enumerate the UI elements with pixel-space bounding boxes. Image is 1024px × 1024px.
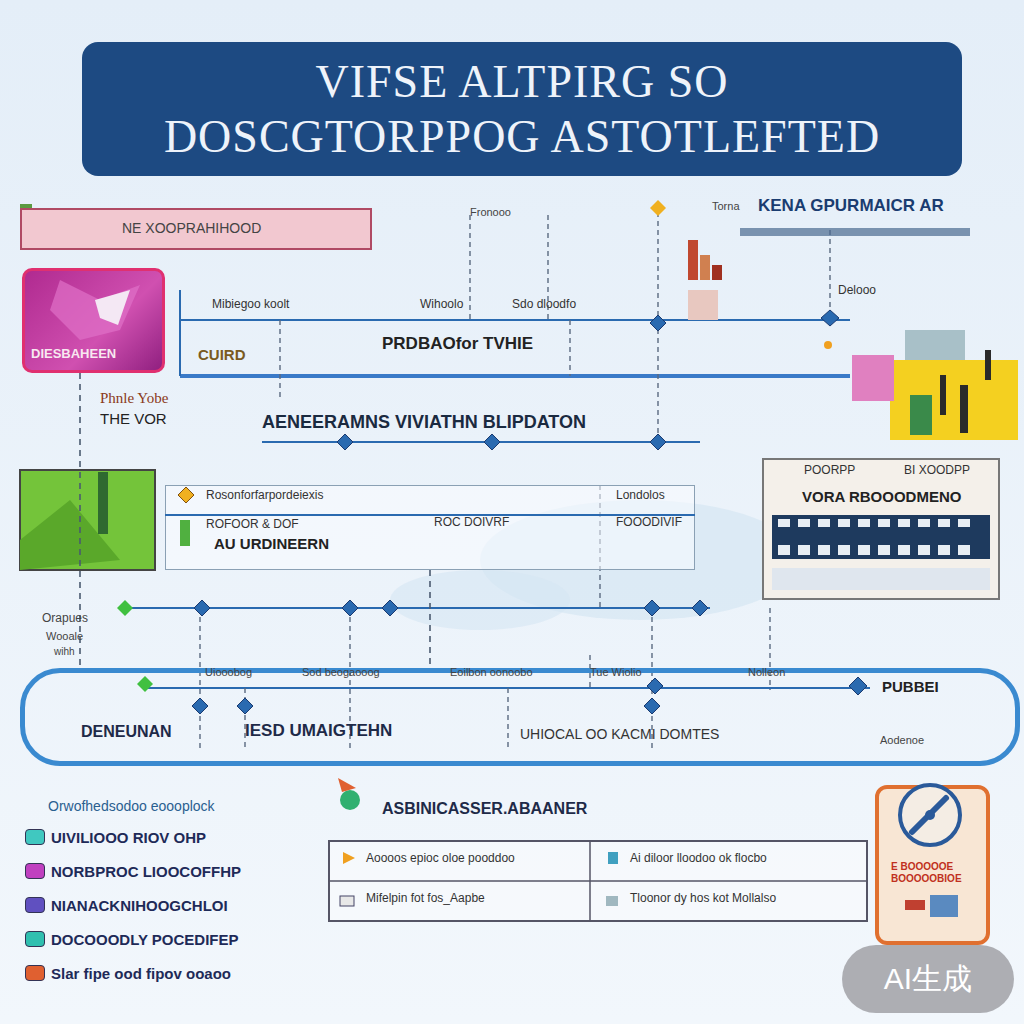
label-text: CUIRD: [198, 346, 246, 363]
media-panel: POORPP BI XOODPP VORA RBOOODMENO: [762, 458, 1000, 600]
mini-chart: [688, 228, 970, 320]
label-text: Aodenoe: [880, 734, 924, 747]
label-text: PUBBEI: [882, 678, 939, 695]
badge-card: E BOOOOOE BOOOOOBIOE: [875, 785, 990, 945]
label-text: Wooale: [46, 630, 83, 643]
legend-item: NORBPROC LIOOCOFFHP: [25, 860, 241, 882]
bracket: [179, 290, 181, 376]
legend-text: NORBPROC LIOOCOFFHP: [51, 863, 241, 880]
diamond-marker: [650, 200, 666, 216]
legend-text: UIVILIOOO RIOV OHP: [51, 829, 206, 846]
header-bar: NE XOOPRAHIHOOD: [20, 208, 372, 250]
label-text: Torna: [712, 200, 740, 213]
label-text: KENA GPURMAICR AR: [758, 196, 944, 216]
dot-marker: [824, 341, 832, 349]
table-icons: [340, 852, 618, 906]
label-text: Sod beogaooog: [302, 666, 380, 679]
legend-swatch: [25, 863, 45, 879]
label-text: Orapues: [42, 612, 88, 626]
legend-text: Slar fipe ood fipov ooaoo: [51, 965, 231, 982]
label-text: Eoilbon oonoobo: [450, 666, 533, 679]
node-text: DIESBAHEEN: [31, 347, 116, 362]
label-text: Orwofhedsodoo eoooplock: [48, 798, 215, 814]
title: VIFSE ALTPIRG SO DOSCGTORPPOG ASTOTLEFTE…: [122, 54, 922, 164]
label-text: Sdo dloodfo: [512, 298, 576, 312]
legend-swatch: [25, 897, 45, 913]
node-text: ROC DOIVRF: [434, 516, 509, 530]
node-text: Mifelpin fot fos_Aapbe: [366, 892, 485, 906]
title-banner: VIFSE ALTPIRG SO DOSCGTORPPOG ASTOTLEFTE…: [82, 42, 962, 176]
puzzle-illustration: [852, 330, 1018, 440]
legend-item: Slar fipe ood fipov ooaoo: [25, 962, 231, 984]
label-text: Mibiegoo koolt: [212, 298, 289, 312]
process-box: Rosonforfarpordeiexis LondolosROFOOR & DO…: [165, 485, 695, 570]
magenta-art: [50, 280, 140, 340]
node-text: NE XOOPRAHIHOOD: [122, 220, 261, 236]
legend-swatch: [25, 829, 45, 845]
label-text: PRDBAOfor TVHIE: [382, 334, 533, 354]
parrot-icon: [338, 778, 360, 810]
flow-line: [262, 441, 700, 443]
image-box: DIESBAHEEN: [22, 268, 165, 373]
green-tab: [180, 520, 190, 546]
film-strip: [772, 515, 990, 590]
swimlane-band: DENEUNAN IESD UMAIGTEHN UHIOCAL OO KACMI D…: [20, 668, 1020, 766]
label-text: Delooo: [838, 284, 876, 298]
diamond-markers: [192, 310, 867, 714]
legend-text: DOCOOODLY POCEDIFEP: [51, 931, 239, 948]
label-text: AENEERAMNS VIVIATHN BLIPDATON: [262, 412, 586, 433]
node-text: AU URDINEERN: [214, 535, 329, 552]
connector: [429, 570, 431, 668]
table-grid: [328, 880, 868, 882]
legend-item: NIANACKNIHOOGCHLOI: [25, 894, 228, 916]
diamond-marker: [178, 487, 194, 503]
label-text: Wihoolo: [420, 298, 463, 312]
node-text: Rosonforfarpordeiexis: [206, 489, 323, 503]
diamond-marker: [117, 600, 133, 616]
node-text: Ai diloor lloodoo ok flocbo: [630, 852, 767, 866]
node-text: POORPP: [804, 464, 855, 478]
watercolor-blob: [390, 570, 570, 630]
label-text: Uiooobog: [205, 666, 252, 679]
node-text: VORA RBOOODMENO: [802, 488, 961, 505]
label-text: THE VOR: [100, 410, 167, 427]
label-text: Tue Wiolio: [590, 666, 642, 679]
node-text: FOOODIVIF: [616, 516, 682, 530]
legend-text: NIANACKNIHOOGCHLOI: [51, 897, 228, 914]
clock-icon: [900, 785, 960, 917]
data-table: ASBINICASSER.ABAANERAoooos epioc oloe po…: [328, 840, 868, 922]
node-text: E BOOOOOE BOOOOOBIOE: [891, 861, 976, 884]
legend-item: UIVILIOOO RIOV OHP: [25, 826, 206, 848]
watermark: AI生成: [842, 945, 1014, 1013]
legend-swatch: [25, 965, 45, 981]
label-text: Fronooo: [470, 206, 511, 219]
green-picture: [20, 470, 155, 570]
node-text: ROFOOR & DOF: [206, 518, 299, 532]
legend-item: DOCOOODLY POCEDIFEP: [25, 928, 239, 950]
label-text: wihh: [54, 646, 75, 658]
legend-swatch: [25, 931, 45, 947]
node-text: Londolos: [616, 489, 665, 503]
node-text: DENEUNAN: [81, 723, 172, 741]
node-text: BI XOODPP: [904, 464, 970, 478]
node-text: UHIOCAL OO KACMI DOMTES: [520, 726, 719, 742]
node-text: IESD UMAIGTEHN: [245, 721, 392, 741]
label-text: Phnle Yobe: [100, 390, 168, 407]
node-text: Aoooos epioc oloe pooddoo: [366, 852, 515, 866]
node-text: Tloonor dy hos kot Mollalso: [630, 892, 776, 906]
label-text: Nolleon: [748, 666, 785, 679]
node-text: ASBINICASSER.ABAANER: [382, 800, 587, 818]
inner-line: [165, 514, 695, 516]
table-grid: [589, 840, 591, 922]
diamond-marker: [137, 676, 153, 692]
flow-line: [120, 607, 710, 609]
